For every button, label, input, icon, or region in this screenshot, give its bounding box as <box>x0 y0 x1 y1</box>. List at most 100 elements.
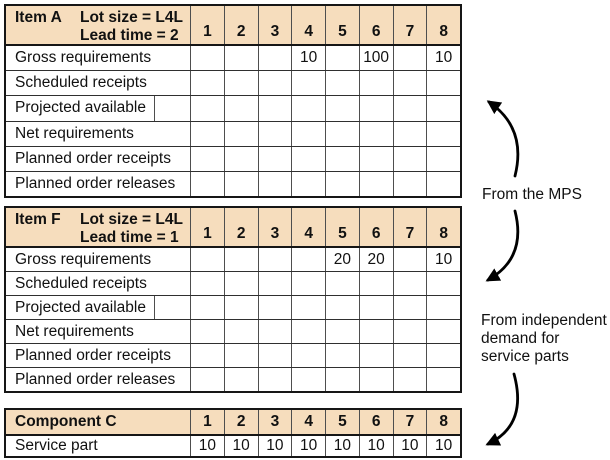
value-cell <box>392 296 427 319</box>
value-cell: 10 <box>223 436 258 456</box>
value-cell <box>392 46 427 71</box>
item-a-row-1: Scheduled receipts <box>6 70 460 96</box>
value-cell <box>426 368 460 391</box>
value-cell <box>358 96 393 121</box>
period-header-cell: 2 <box>223 208 258 246</box>
period-header-cell: 6 <box>358 6 393 44</box>
row-label-cell: Projected available <box>6 96 190 121</box>
row-label-cell: Planned order receipts <box>6 344 190 367</box>
value-cell: 10 <box>426 46 460 71</box>
value-cell <box>190 146 224 171</box>
row-label-cell: Gross requirements <box>6 46 190 70</box>
value-cell <box>190 248 224 271</box>
value-cell <box>257 344 292 367</box>
value-cell <box>291 248 325 271</box>
item-f-row-3: Net requirements <box>6 319 460 343</box>
note-line-2: demand for <box>481 330 560 347</box>
value-cell <box>291 272 325 295</box>
row-label: Scheduled receipts <box>15 74 147 92</box>
period-header-cell: 6 <box>358 410 393 434</box>
value-cell <box>358 368 393 391</box>
value-cell <box>358 296 393 319</box>
value-cell <box>392 320 427 343</box>
value-cell <box>325 96 359 121</box>
value-cell <box>325 296 359 319</box>
period-header-cell: 7 <box>392 410 427 434</box>
value-cell <box>190 344 224 367</box>
curved-arrow-to-item-a-icon <box>486 100 520 178</box>
value-cell <box>223 71 258 96</box>
value-cell <box>223 296 258 319</box>
value-cell: 10 <box>426 436 460 456</box>
item-f-row-2: Projected available <box>6 295 460 319</box>
item-f-row-1: Scheduled receipts <box>6 271 460 295</box>
value-cell <box>392 121 427 146</box>
table-title: Item A <box>15 9 62 26</box>
value-cell <box>223 272 258 295</box>
value-cell <box>325 71 359 96</box>
from-independent-demand-label: From independent demand for service part… <box>481 312 607 366</box>
value-cell: 10 <box>325 436 359 456</box>
row-label: Gross requirements <box>15 49 152 67</box>
value-cell <box>392 368 427 391</box>
row-label: Planned order receipts <box>15 149 171 167</box>
value-cell <box>358 71 393 96</box>
value-cell <box>257 96 292 121</box>
period-header-cell: 3 <box>257 410 292 434</box>
value-cell: 10 <box>358 436 393 456</box>
period-header-cell: 7 <box>392 6 427 44</box>
value-cell: 100 <box>358 46 393 71</box>
value-cell: 10 <box>190 436 224 456</box>
value-cell <box>358 171 393 197</box>
value-cell <box>223 96 258 121</box>
period-header-cell: 3 <box>257 6 292 44</box>
row-label: Service part <box>15 437 98 454</box>
value-cell <box>426 344 460 367</box>
value-cell <box>358 121 393 146</box>
value-cell <box>392 272 427 295</box>
value-cell <box>325 368 359 391</box>
value-cell <box>223 46 258 71</box>
value-cell <box>392 171 427 197</box>
table-title: Item F <box>15 211 61 228</box>
value-cell: 20 <box>358 248 393 271</box>
value-cell <box>358 344 393 367</box>
period-header-cell: 5 <box>325 6 359 44</box>
row-label-cell: Net requirements <box>6 122 190 146</box>
row-label-cell: Net requirements <box>6 320 190 343</box>
value-cell <box>190 96 224 121</box>
lead-time-label: Lead time = 2 <box>80 27 179 44</box>
value-cell <box>257 46 292 71</box>
value-cell <box>190 46 224 71</box>
from-mps-label: From the MPS <box>482 186 582 203</box>
beginning-inventory-cell <box>154 296 190 319</box>
value-cell <box>257 272 292 295</box>
value-cell <box>325 121 359 146</box>
value-cell <box>291 71 325 96</box>
value-cell <box>291 146 325 171</box>
value-cell: 20 <box>325 248 359 271</box>
period-header-cell: 8 <box>426 410 460 434</box>
row-label-cell: Planned order releases <box>6 368 190 391</box>
value-cell <box>325 171 359 197</box>
value-cell <box>358 272 393 295</box>
period-header-cell: 3 <box>257 208 292 246</box>
period-header-cell: 1 <box>190 410 224 434</box>
value-cell <box>325 320 359 343</box>
item-f-row-4: Planned order receipts <box>6 343 460 367</box>
row-label-cell: Planned order receipts <box>6 147 190 171</box>
row-label: Planned order releases <box>15 174 176 192</box>
lot-size-label: Lot size = L4L <box>80 211 183 228</box>
value-cell <box>190 368 224 391</box>
value-cell <box>392 71 427 96</box>
value-cell <box>291 344 325 367</box>
value-cell: 10 <box>291 46 325 71</box>
